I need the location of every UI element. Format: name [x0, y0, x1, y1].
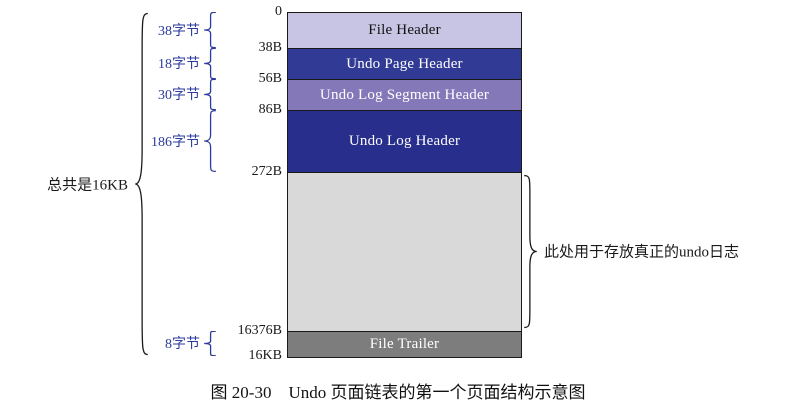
- size-label-file-header: 38字节: [158, 24, 200, 39]
- offset-label-16376b: 16376B: [237, 323, 282, 338]
- offset-label-0: 0: [275, 4, 282, 19]
- offset-label-56b: 56B: [258, 71, 282, 86]
- offset-label-16kb: 16KB: [248, 348, 282, 363]
- offset-label-86b: 86B: [258, 102, 282, 117]
- storage-area-annotation: 此处用于存放真正的undo日志: [544, 244, 740, 261]
- block-undo-page-header: Undo Page Header: [288, 49, 521, 80]
- total-brace-icon: [134, 10, 149, 358]
- brace-icon-undo-log-seg-hdr: [203, 79, 217, 110]
- size-label-undo-log-seg-hdr: 30字节: [158, 88, 200, 103]
- page-block-stack: File Header Undo Page Header Undo Log Se…: [287, 12, 522, 358]
- total-size-label: 总共是16KB: [47, 177, 128, 194]
- offset-label-272b: 272B: [251, 164, 282, 179]
- brace-icon-undo-page-header: [203, 48, 217, 79]
- block-undo-log-segment-header: Undo Log Segment Header: [288, 80, 521, 111]
- block-undo-log-header: Undo Log Header: [288, 111, 521, 173]
- size-label-file-trailer: 8字节: [165, 337, 200, 352]
- brace-icon-file-trailer: [203, 331, 217, 356]
- brace-icon-file-header: [203, 12, 217, 48]
- block-file-trailer: File Trailer: [288, 332, 521, 357]
- offset-label-38b: 38B: [258, 40, 282, 55]
- size-label-undo-log-header: 186字节: [151, 135, 200, 150]
- block-file-header: File Header: [288, 13, 521, 49]
- block-undo-log-storage-area: [288, 173, 521, 332]
- figure-caption: 图 20-30 Undo 页面链表的第一个页面结构示意图: [210, 383, 586, 402]
- size-label-undo-page-header: 18字节: [158, 57, 200, 72]
- brace-icon-undo-log-header: [203, 110, 217, 172]
- storage-area-brace-icon: [523, 174, 538, 329]
